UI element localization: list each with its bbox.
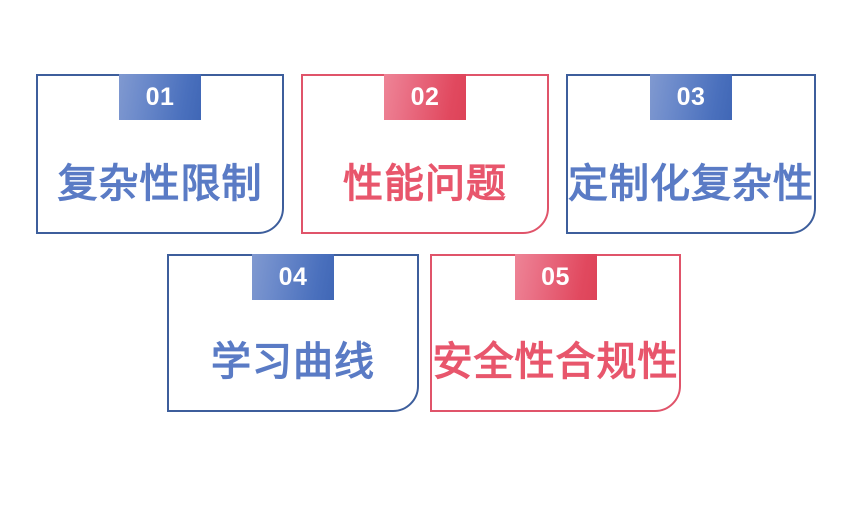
card-05-number-badge: 05 — [514, 254, 597, 300]
card-02-number-badge: 02 — [384, 74, 466, 120]
card-03-title: 定制化复杂性 — [568, 162, 814, 206]
card-04[interactable]: 04 学习曲线 — [167, 254, 419, 412]
card-03-number: 03 — [676, 82, 706, 111]
card-02-number: 02 — [410, 82, 440, 111]
card-03-number-badge: 03 — [650, 74, 732, 120]
card-04-title: 学习曲线 — [211, 340, 375, 384]
card-01-number: 01 — [145, 82, 175, 111]
card-02-title: 性能问题 — [343, 162, 507, 206]
card-03[interactable]: 03 定制化复杂性 — [566, 74, 816, 234]
card-01[interactable]: 01 复杂性限制 — [36, 74, 284, 234]
card-01-title: 复杂性限制 — [57, 162, 263, 206]
card-01-number-badge: 01 — [119, 74, 201, 120]
card-05-title: 安全性合规性 — [432, 340, 679, 384]
card-05[interactable]: 05 安全性合规性 — [430, 254, 681, 412]
card-02[interactable]: 02 性能问题 — [301, 74, 549, 234]
card-05-number: 05 — [541, 262, 570, 291]
card-04-number-badge: 04 — [252, 254, 334, 300]
card-04-number: 04 — [278, 262, 308, 291]
